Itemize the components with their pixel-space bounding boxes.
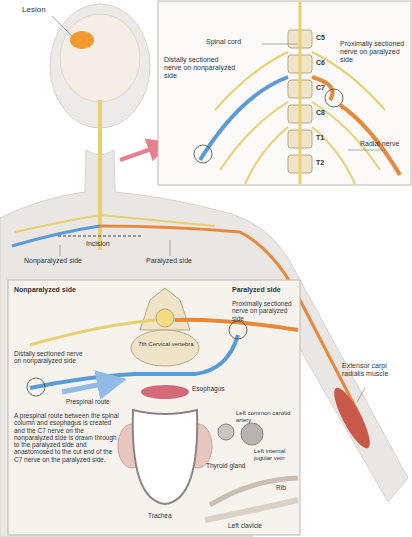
cut-marker xyxy=(325,89,343,107)
incision-line xyxy=(58,236,142,237)
nonparalyzed-nerve xyxy=(200,77,288,160)
nerve xyxy=(30,320,155,345)
vertebral-body xyxy=(131,330,199,366)
part-label: T1 xyxy=(316,134,336,142)
part-label: Distally sectioned nerve on nonparalyzed… xyxy=(14,350,84,365)
part-label: C6 xyxy=(316,59,336,67)
part-label: Proximally sectioned nerve on paralyzed … xyxy=(232,300,298,322)
part-label: Paralyzed side xyxy=(232,286,296,294)
part-label: Nonparalyzed side xyxy=(14,286,84,294)
leader-line xyxy=(262,44,298,45)
leader-line xyxy=(348,150,385,151)
part-label: Distally sectioned nerve on nonparalyzed… xyxy=(164,56,236,79)
spinous-process xyxy=(140,288,190,330)
part-label: Radial nerve xyxy=(360,140,410,148)
part-label: 7th Cervical vertebra xyxy=(136,341,196,348)
brain xyxy=(60,14,140,102)
trachea xyxy=(133,410,197,504)
nerve-roots xyxy=(215,52,385,184)
inset-panel xyxy=(8,280,300,535)
cut-marker xyxy=(194,145,212,163)
paralyzed-nerve xyxy=(312,77,400,175)
body-silhouette xyxy=(0,150,408,537)
part-label: C8 xyxy=(316,109,336,117)
lesion-blob xyxy=(70,31,94,49)
part-label: Extensor carpi radialis muscle xyxy=(342,362,404,378)
leader-line xyxy=(170,240,171,256)
part-label: C5 xyxy=(316,34,336,42)
part-label: T2 xyxy=(316,159,336,167)
part-label: Esophagus xyxy=(192,385,242,392)
cut-marker xyxy=(27,378,45,396)
part-label: Left clavicle xyxy=(228,522,288,529)
part-label: Prespinal route xyxy=(66,398,116,405)
leader-line xyxy=(357,388,365,402)
part-label: Rib xyxy=(276,484,296,491)
carotid-artery xyxy=(218,424,234,440)
part-label: Incision xyxy=(86,240,126,248)
cut-marker xyxy=(229,321,247,339)
zoom-arrow xyxy=(120,146,160,160)
part-label: Nonparalyzed side xyxy=(24,257,94,265)
part-label: Lesion xyxy=(22,6,62,15)
jugular-vein xyxy=(241,423,263,445)
spinal-cord xyxy=(299,2,302,184)
inset-panel xyxy=(158,1,411,185)
part-label: Trachea xyxy=(148,512,188,519)
part-label: Thyroid gland xyxy=(206,462,248,469)
nerve xyxy=(100,215,215,226)
part-label: Paralyzed side xyxy=(146,257,206,265)
part-label: Left common carotid artery xyxy=(236,410,298,423)
leader-line xyxy=(60,245,61,256)
spinal-cord-section xyxy=(156,309,174,327)
leader-line xyxy=(52,16,72,36)
part-label: A prespinal route between the spinal col… xyxy=(14,412,122,463)
part-label: Left internal jugular vein xyxy=(254,448,298,461)
part-label: Spinal cord xyxy=(206,38,262,46)
route-arrow xyxy=(62,382,112,392)
clavicle xyxy=(205,500,298,520)
extensor-muscle xyxy=(328,384,376,452)
esophagus xyxy=(141,385,189,399)
part-label: Proximally sectioned nerve on paralyzed … xyxy=(340,40,410,63)
part-label: C7 xyxy=(316,84,336,92)
